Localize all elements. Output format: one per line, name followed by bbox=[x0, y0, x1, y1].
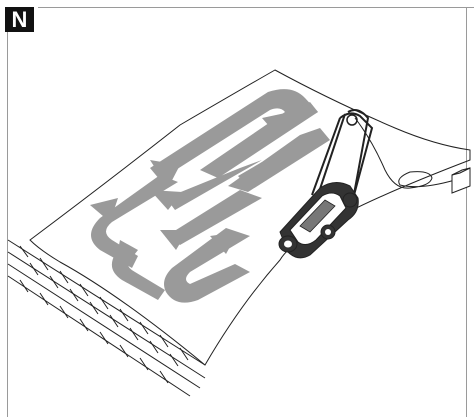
path-arrow bbox=[210, 232, 238, 254]
path-arrow bbox=[90, 198, 118, 222]
path-arrow bbox=[262, 112, 290, 134]
path-arrow bbox=[160, 230, 188, 250]
power-socket-icon bbox=[451, 167, 471, 194]
lawn-outline bbox=[29, 69, 471, 366]
path-arrow bbox=[238, 162, 262, 190]
power-cable bbox=[354, 117, 456, 189]
brick-edging bbox=[7, 239, 206, 397]
path-arrow bbox=[150, 190, 182, 210]
electric-lawn-mower-icon bbox=[278, 109, 374, 259]
figure-label: N bbox=[5, 7, 34, 32]
mowing-path bbox=[90, 89, 330, 303]
path-arrow bbox=[150, 160, 180, 188]
